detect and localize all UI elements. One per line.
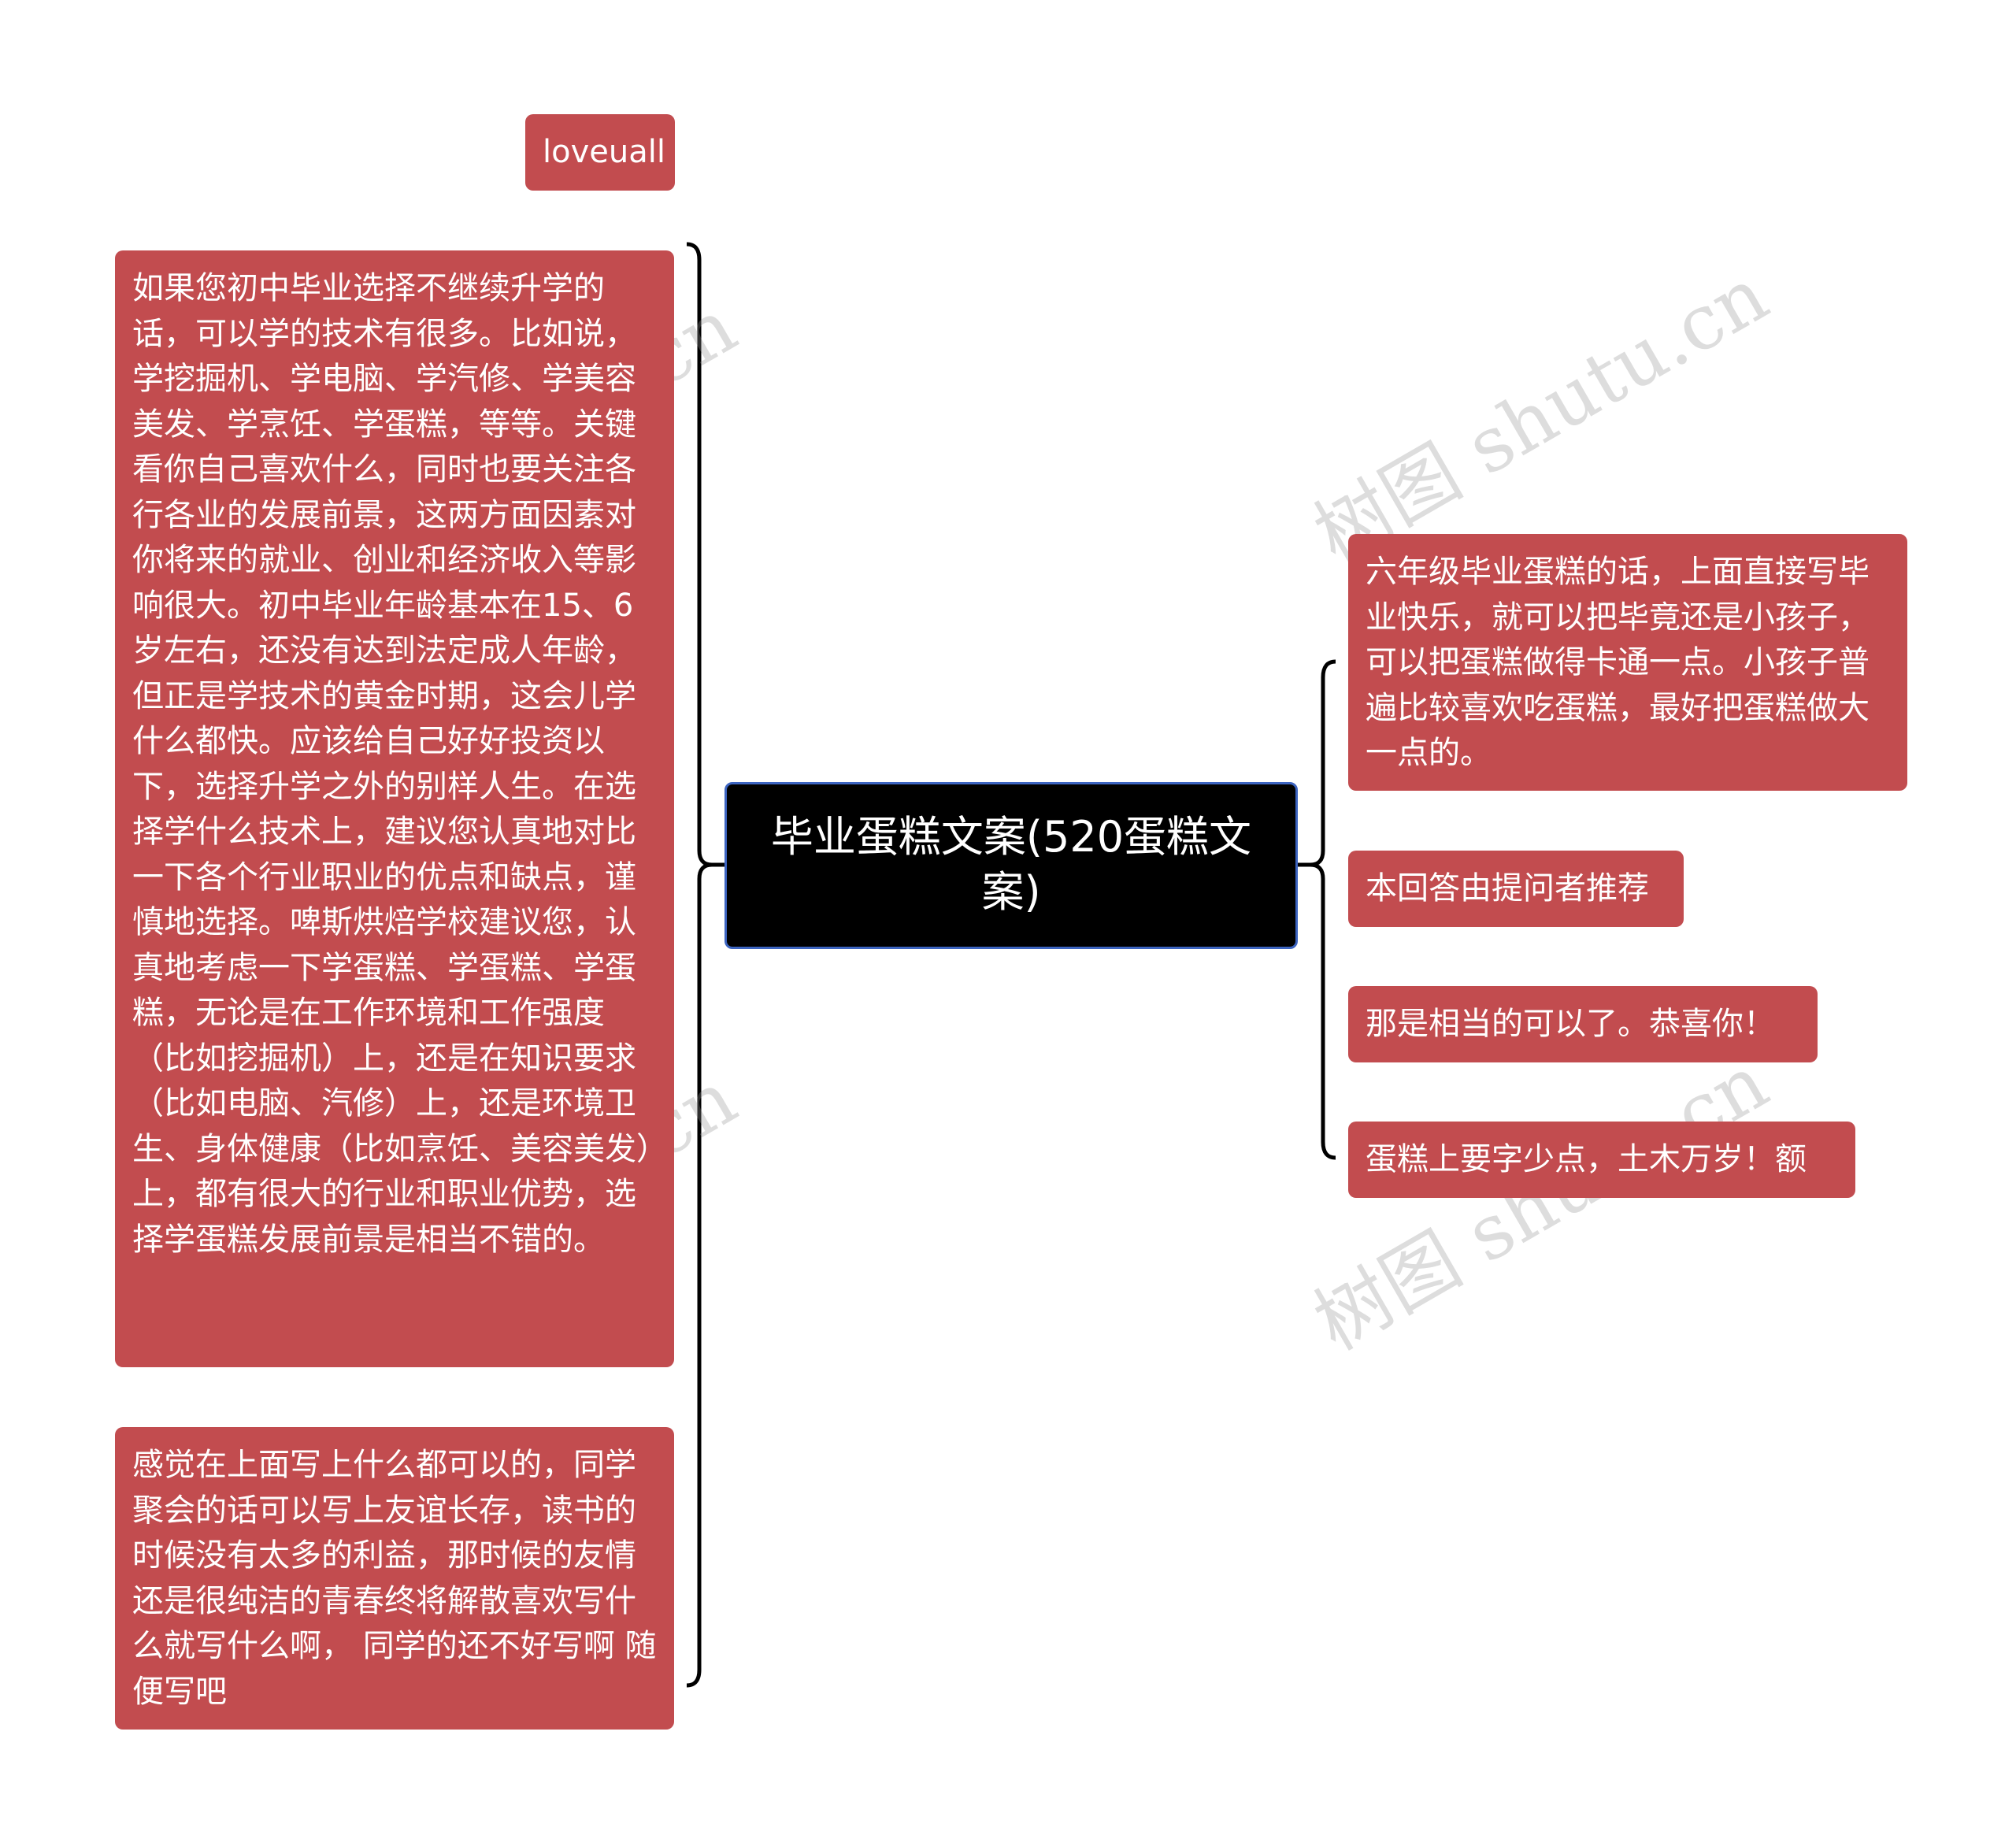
right-child-3[interactable]: 那是相当的可以了。恭喜你！ (1348, 986, 1818, 1062)
left-child-1[interactable]: 如果您初中毕业选择不继续升学的话，可以学的技术有很多。比如说，学挖掘机、学电脑、… (115, 250, 674, 1367)
right-child-2[interactable]: 本回答由提问者推荐 (1348, 851, 1684, 927)
left-child-2[interactable]: 感觉在上面写上什么都可以的，同学聚会的话可以写上友谊长存，读书的时候没有太多的利… (115, 1427, 674, 1730)
left-brace (686, 242, 713, 1688)
right-child-4[interactable]: 蛋糕上要字少点，土木万岁！额 (1348, 1122, 1855, 1198)
right-child-1[interactable]: 六年级毕业蛋糕的话，上面直接写毕业快乐，就可以把毕竟还是小孩子，可以把蛋糕做得卡… (1348, 534, 1907, 791)
right-brace (1310, 659, 1336, 1160)
root-topic[interactable]: 毕业蛋糕文案(520蛋糕文案) (724, 782, 1298, 949)
watermark-top-right: 树图 shutu.cn (1300, 250, 1782, 580)
branch-label-loveuall[interactable]: loveuall (525, 114, 675, 191)
